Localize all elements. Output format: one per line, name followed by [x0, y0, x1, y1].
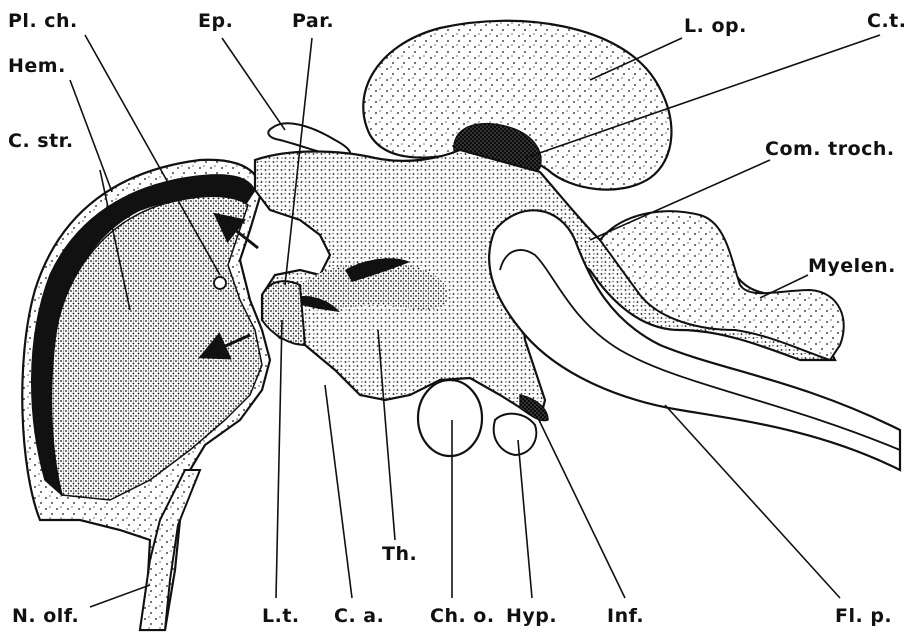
label-c-t: C.t.	[867, 12, 906, 31]
label-inf: Inf.	[607, 607, 644, 626]
leader-ep	[222, 38, 285, 130]
label-ep: Ep.	[198, 12, 233, 31]
optic-chiasma	[418, 380, 482, 456]
label-hem: Hem.	[8, 57, 66, 76]
leader-hyp	[518, 440, 532, 598]
label-pl-ch: Pl. ch.	[8, 12, 78, 31]
label-l-t: L.t.	[262, 607, 300, 626]
label-hyp: Hyp.	[506, 607, 557, 626]
choroid-plexus	[214, 277, 226, 289]
lamina-terminalis	[262, 281, 305, 345]
leader-inf	[538, 418, 625, 598]
leader-c-a	[325, 385, 352, 598]
label-th: Th.	[382, 545, 417, 564]
leader-n-olf	[90, 585, 150, 607]
label-l-op: L. op.	[684, 17, 747, 36]
label-ch-o: Ch. o.	[430, 607, 495, 626]
label-c-str: C. str.	[8, 132, 74, 151]
label-par: Par.	[292, 12, 334, 31]
label-c-a: C. a.	[334, 607, 384, 626]
leader-hem	[70, 80, 112, 192]
hypophysis	[494, 414, 537, 455]
label-myelen: Myelen.	[808, 257, 896, 276]
label-fl-p: Fl. p.	[835, 607, 892, 626]
label-com-troch: Com. troch.	[765, 140, 895, 159]
leader-l-t	[276, 320, 282, 598]
label-n-olf: N. olf.	[12, 607, 79, 626]
